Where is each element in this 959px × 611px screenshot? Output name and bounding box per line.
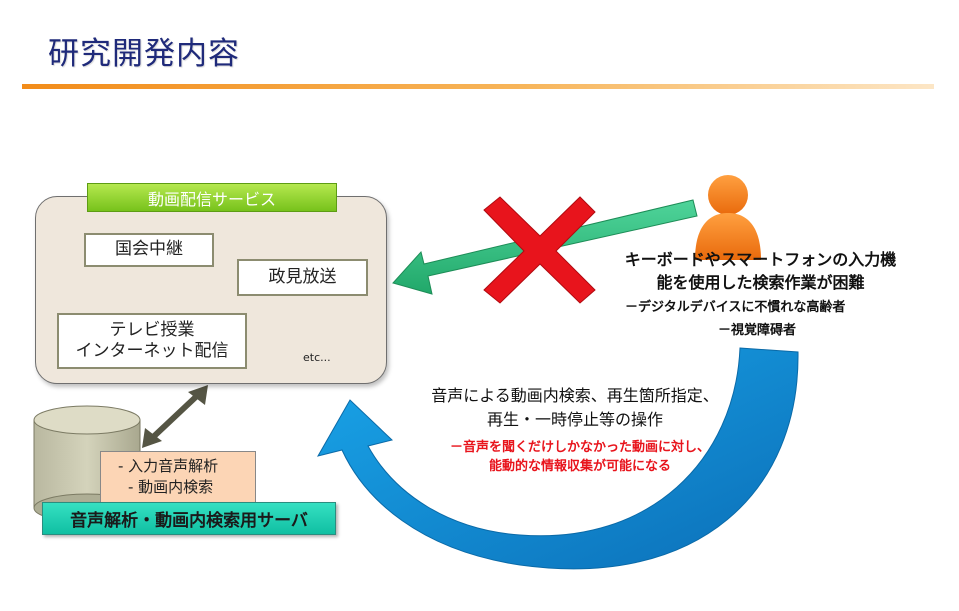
server-link-arrow	[142, 385, 208, 448]
voice-operation-line1: 音声による動画内検索、再生箇所指定、	[431, 386, 719, 405]
cross-mark-icon	[483, 196, 596, 304]
page-title: 研究開発内容	[48, 36, 240, 72]
voice-benefit-line2: 能動的な情報収集が可能になる	[488, 458, 671, 474]
server-function-video-search: - 動画内検索	[128, 478, 214, 496]
service-etc-label: etc...	[303, 351, 331, 364]
service-item-tv-internet: テレビ授業 インターネット配信	[57, 313, 247, 369]
user-difficulty-line1: キーボードやスマートフォンの入力機	[624, 250, 897, 269]
video-service-label: 動画配信サービス	[87, 183, 337, 212]
user-sub-visually-impaired: －視覚障碍者	[718, 323, 797, 338]
voice-operation-line2: 再生・一時停止等の操作	[486, 410, 663, 429]
user-sub-elderly: －デジタルデバイスに不慣れな高齢者	[625, 300, 846, 315]
service-item-diet-broadcast: 国会中継	[84, 233, 214, 267]
service-item-tv-line2: インターネット配信	[75, 341, 229, 361]
service-item-election-broadcast: 政見放送	[237, 259, 368, 296]
voice-benefit-text: －音声を聞くだけしかなかった動画に対し、 能動的な情報収集が可能になる	[410, 439, 750, 477]
voice-benefit-line1: －音声を聞くだけしかなかった動画に対し、	[449, 440, 710, 455]
title-divider	[22, 84, 934, 89]
voice-operation-arrow	[316, 347, 799, 570]
server-functions-box: - 入力音声解析 - 動画内検索	[100, 451, 256, 504]
service-item-tv-line1: テレビ授業	[109, 319, 195, 340]
server-function-voice-analysis: - 入力音声解析	[118, 457, 219, 475]
voice-operation-text: 音声による動画内検索、再生箇所指定、 再生・一時停止等の操作	[385, 384, 765, 432]
person-icon	[695, 175, 761, 260]
user-difficulty-line2: 能を使用した検索作業が困難	[656, 273, 865, 293]
user-difficulty-text: キーボードやスマートフォンの入力機 能を使用した検索作業が困難	[588, 248, 933, 294]
server-label: 音声解析・動画内検索用サーバ	[42, 502, 336, 535]
